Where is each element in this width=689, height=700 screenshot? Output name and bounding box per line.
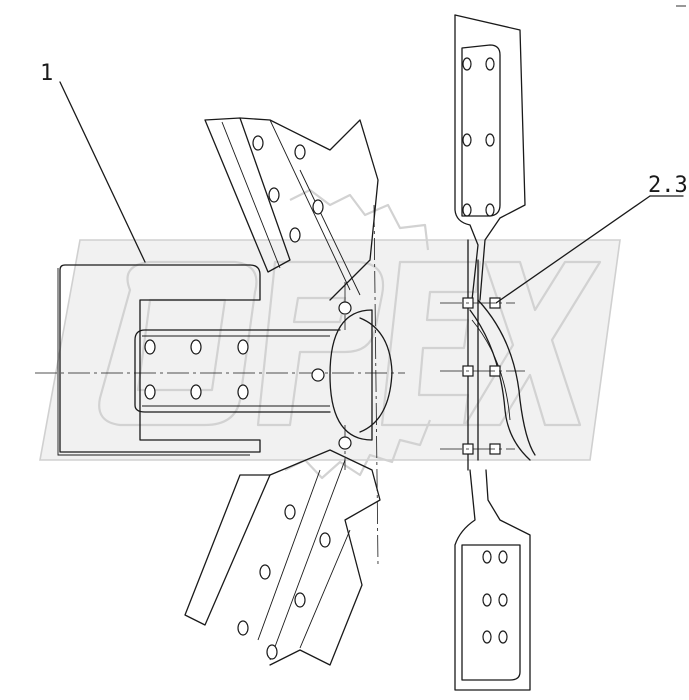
blade-left <box>134 329 341 413</box>
callout-1: 1 <box>40 61 146 263</box>
side-blade-lower <box>454 469 531 691</box>
blade-upper <box>204 117 291 273</box>
side-lower-holes <box>482 550 508 644</box>
callout-label-2-3: 2.3 <box>648 173 688 198</box>
fan-side-view <box>440 14 536 691</box>
blade-upper-holes <box>252 135 324 243</box>
hub-dome <box>329 309 373 441</box>
opex-gear-logo-icon <box>39 188 621 480</box>
fan-front-view <box>57 117 393 666</box>
hub-bolt <box>311 368 325 382</box>
axis-vertical-line <box>373 204 379 566</box>
blade-left-holes <box>144 339 249 400</box>
blade-lower <box>184 474 271 626</box>
hub-bolt <box>338 301 352 315</box>
side-blade-upper <box>454 14 526 301</box>
blade-lower-holes <box>237 504 331 660</box>
mounting-plate <box>59 264 261 453</box>
hub-bolt <box>338 436 352 450</box>
side-upper-holes <box>462 57 495 217</box>
callout-label-1: 1 <box>40 61 53 86</box>
callout-2-3: 2.3 <box>495 173 688 304</box>
